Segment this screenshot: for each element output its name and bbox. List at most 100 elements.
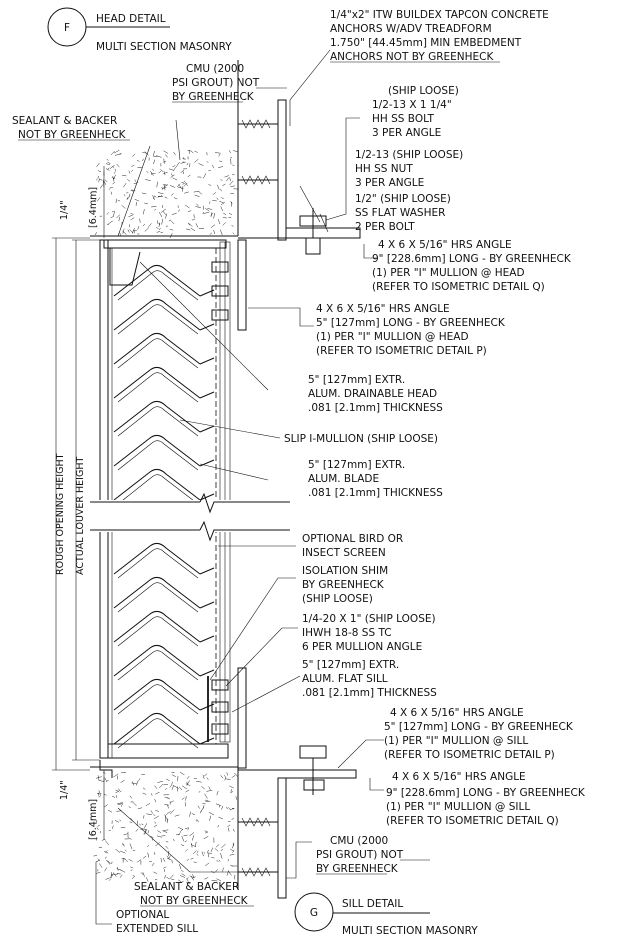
masonry-hatch-mark	[221, 197, 224, 199]
louver-blade-inner	[117, 270, 199, 301]
callout-line: BY GREENHECK	[302, 579, 385, 591]
masonry-hatch-mark	[141, 192, 147, 195]
masonry-hatch-mark	[166, 855, 170, 859]
masonry-hatch-mark	[127, 179, 131, 182]
masonry-hatch-mark	[197, 850, 199, 853]
masonry-hatch-mark	[206, 161, 209, 163]
masonry-hatch-mark	[150, 836, 154, 838]
louver-blade-inner	[117, 338, 199, 369]
masonry-hatch-mark	[146, 170, 149, 174]
masonry-hatch-mark	[97, 858, 100, 861]
louver-blade-inner	[117, 718, 199, 749]
masonry-hatch-mark	[205, 799, 211, 803]
masonry-hatch-mark	[228, 150, 232, 154]
masonry-hatch-mark	[161, 186, 163, 190]
masonry-hatch-mark	[144, 202, 148, 205]
masonry-hatch-mark	[145, 803, 151, 806]
masonry-hatch-mark	[115, 198, 117, 204]
masonry-hatch-mark	[180, 162, 185, 164]
masonry-hatch-mark	[188, 222, 193, 227]
callout-line: 3 PER ANGLE	[355, 177, 424, 189]
masonry-hatch-mark	[159, 227, 161, 231]
masonry-hatch-mark	[151, 206, 157, 208]
masonry-hatch-mark	[220, 852, 223, 859]
callout-cmu-top: CMU (2000 PSI GROUT) NOT BY GREENHECK	[172, 63, 287, 103]
masonry-hatch-mark	[156, 835, 162, 838]
masonry-hatch-mark	[218, 805, 221, 808]
masonry-hatch-mark	[206, 789, 213, 792]
masonry-hatch-mark	[231, 224, 234, 227]
masonry-hatch-mark	[156, 155, 162, 158]
callout-line: 2 PER BOLT	[355, 221, 415, 233]
masonry-hatch-mark	[131, 782, 137, 785]
masonry-hatch-mark	[147, 852, 150, 858]
masonry-hatch-mark	[131, 189, 136, 192]
masonry-hatch-mark	[148, 223, 152, 228]
masonry-hatch-mark	[171, 878, 175, 880]
callout-sealant-bottom: SEALANT & BACKER NOT BY GREENHECK	[134, 881, 254, 907]
callout-line: (REFER TO ISOMETRIC DETAIL Q)	[372, 281, 545, 293]
masonry-hatch-mark	[184, 827, 188, 830]
masonry-hatch-mark	[192, 874, 195, 878]
louver-blade	[113, 576, 215, 609]
callout-line: SS FLAT WASHER	[355, 207, 445, 219]
masonry-hatch-mark	[179, 771, 185, 776]
masonry-hatch-mark	[143, 209, 145, 215]
masonry-hatch-mark	[165, 154, 168, 158]
masonry-hatch-mark	[172, 784, 178, 789]
masonry-hatch-mark	[115, 849, 121, 853]
masonry-hatch-mark	[96, 776, 102, 779]
head-detail-title: F HEAD DETAIL MULTI SECTION MASONRY	[47, 7, 232, 53]
masonry-hatch-mark	[181, 186, 184, 192]
callout-line: CMU (2000	[186, 63, 244, 75]
masonry-hatch-mark	[176, 161, 180, 167]
masonry-hatch-mark	[189, 811, 191, 817]
masonry-hatch-mark	[217, 184, 220, 190]
louver-blade-inner	[117, 474, 199, 505]
callout-line: BY GREENHECK	[172, 91, 255, 103]
masonry-hatch-mark	[190, 844, 196, 848]
masonry-hatch-mark	[105, 163, 111, 166]
masonry-hatch-mark	[204, 830, 208, 833]
masonry-hatch-mark	[179, 864, 182, 870]
masonry-hatch-mark	[186, 775, 190, 780]
masonry-hatch-mark	[221, 843, 226, 849]
masonry-hatch-mark	[107, 161, 111, 164]
masonry-hatch-mark	[213, 230, 216, 235]
louver-blade	[113, 434, 215, 467]
masonry-hatch-mark	[223, 213, 227, 215]
masonry-hatch-mark	[145, 179, 151, 182]
masonry-hatch-mark	[231, 775, 236, 778]
masonry-hatch-mark	[129, 843, 133, 850]
masonry-hatch-mark	[131, 876, 135, 880]
masonry-hatch-mark	[153, 815, 160, 820]
masonry-hatch-mark	[122, 228, 125, 234]
masonry-hatch-mark	[170, 809, 175, 815]
masonry-hatch-mark	[129, 795, 133, 799]
sill-angles	[207, 667, 357, 899]
masonry-hatch-mark	[110, 216, 114, 218]
callout-line: 5" [127mm] LONG - BY GREENHECK	[316, 317, 506, 329]
masonry-hatch-mark	[181, 797, 185, 800]
masonry-hatch-mark	[225, 778, 231, 780]
louver-blade-inner	[117, 304, 199, 335]
masonry-hatch-mark	[154, 195, 157, 198]
masonry-hatch-mark	[219, 229, 223, 236]
masonry-hatch-mark	[104, 179, 108, 183]
masonry-hatch-mark	[186, 877, 189, 880]
masonry-hatch-mark	[165, 845, 169, 849]
masonry-hatch-mark	[229, 785, 234, 789]
masonry-hatch-mark	[210, 212, 214, 217]
masonry-hatch-mark	[194, 150, 198, 153]
sill-detail-subtitle: MULTI SECTION MASONRY	[342, 925, 478, 937]
masonry-hatch-mark	[171, 212, 177, 215]
masonry-hatch-mark	[172, 177, 178, 181]
masonry-hatch-mark	[160, 857, 162, 863]
louver-blade	[113, 610, 215, 643]
callout-line: (1) PER "I" MULLION @ SILL	[386, 801, 530, 813]
masonry-hatch-mark	[161, 208, 166, 213]
callout-nut: 1/2-13 (SHIP LOOSE) HH SS NUT 3 PER ANGL…	[355, 149, 463, 189]
callout-washer: 1/2" (SHIP LOOSE) SS FLAT WASHER 2 PER B…	[355, 193, 451, 233]
masonry-hatch-mark	[228, 807, 231, 811]
head-detail-heading: HEAD DETAIL	[96, 13, 166, 25]
